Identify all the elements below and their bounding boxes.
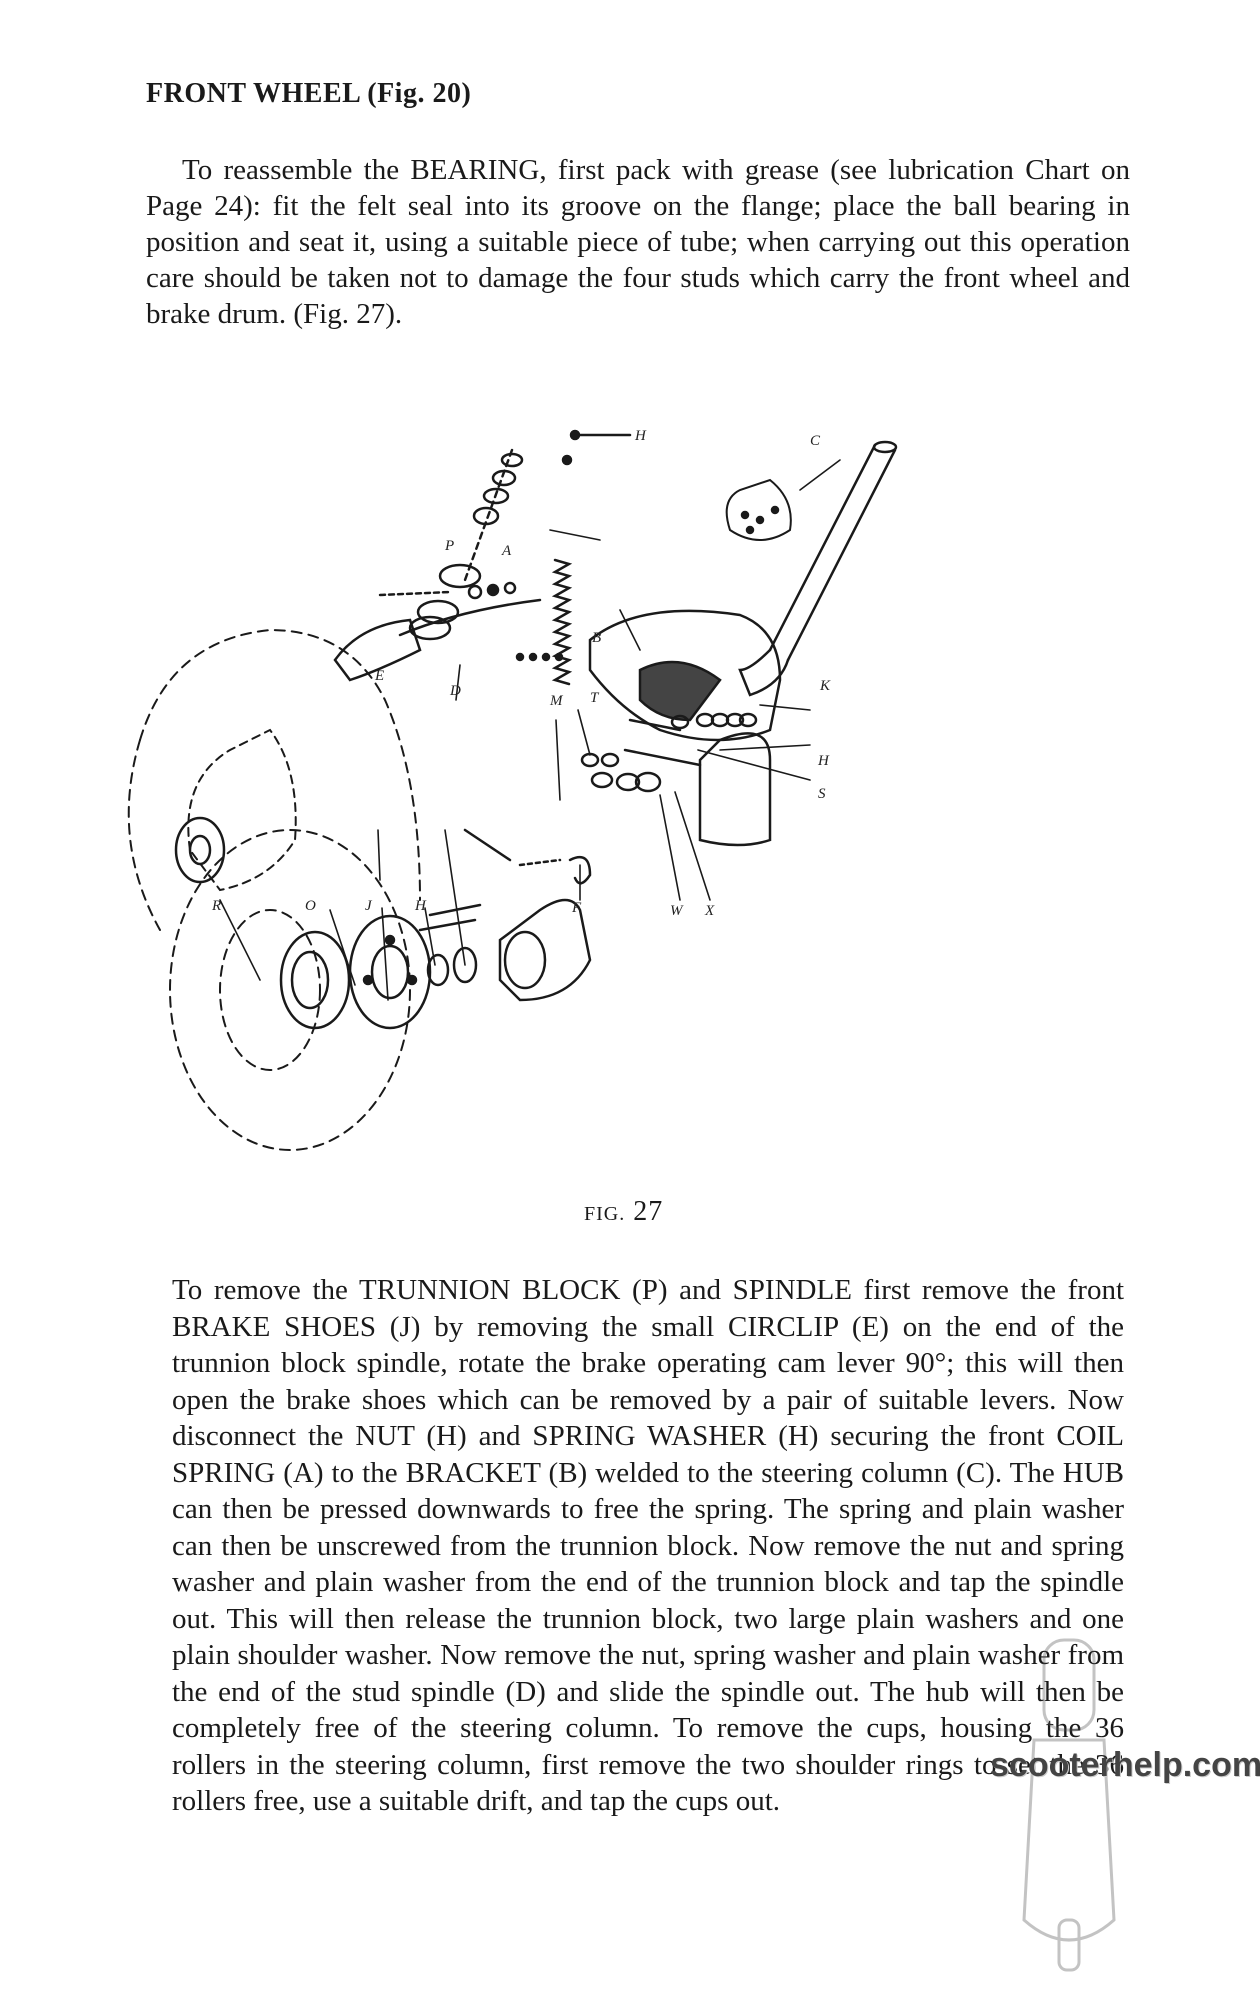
steering-column	[725, 440, 898, 697]
exploded-diagram-svg: A B C D E F H H H J K M O P R S T W X	[127, 428, 898, 1151]
coil-spring	[378, 429, 632, 686]
hub-flange	[174, 728, 297, 892]
label-X: X	[704, 903, 715, 919]
label-H-top: H	[634, 428, 647, 444]
label-O: O	[305, 898, 316, 914]
mudguard-outline	[127, 628, 421, 931]
label-R: R	[211, 898, 221, 914]
watermark-text: scooterhelp.com	[990, 1746, 1260, 1784]
figure-caption-prefix: FIG.	[584, 1203, 626, 1225]
label-J: J	[365, 898, 373, 914]
label-T: T	[590, 690, 600, 706]
figure-caption: FIG. 27	[584, 1196, 663, 1228]
label-S: S	[818, 786, 826, 802]
brake-cam-parts	[463, 828, 592, 885]
part-labels: A B C D E F H H H J K M O P R S T W X	[211, 428, 831, 919]
label-M: M	[549, 693, 564, 709]
steering-bearing-stack	[333, 448, 524, 682]
label-P: P	[444, 538, 454, 554]
fork-bracket	[515, 609, 782, 847]
exploded-diagram: A B C D E F H H H J K M O P R S T W X	[120, 420, 1130, 1180]
section-heading: FRONT WHEEL (Fig. 20)	[146, 78, 472, 109]
label-F: F	[571, 900, 582, 916]
label-K: K	[819, 678, 831, 694]
label-E: E	[374, 668, 384, 684]
label-B: B	[592, 630, 601, 646]
wheel-rim-outline	[169, 829, 411, 1151]
label-H-bottom: H	[414, 898, 427, 914]
leader-lines	[219, 459, 841, 1001]
removal-paragraph: To remove the TRUNNION BLOCK (P) and SPI…	[172, 1274, 1124, 1817]
label-D: D	[449, 683, 461, 699]
label-W: W	[670, 903, 684, 919]
label-A: A	[501, 543, 512, 559]
label-H-right: H	[817, 753, 830, 769]
figure-caption-number: 27	[633, 1196, 664, 1227]
label-C: C	[810, 433, 821, 449]
reassembly-paragraph: To reassemble the BEARING, first pack wi…	[146, 154, 1130, 330]
watermark-scooter-icon	[1022, 1638, 1116, 1972]
